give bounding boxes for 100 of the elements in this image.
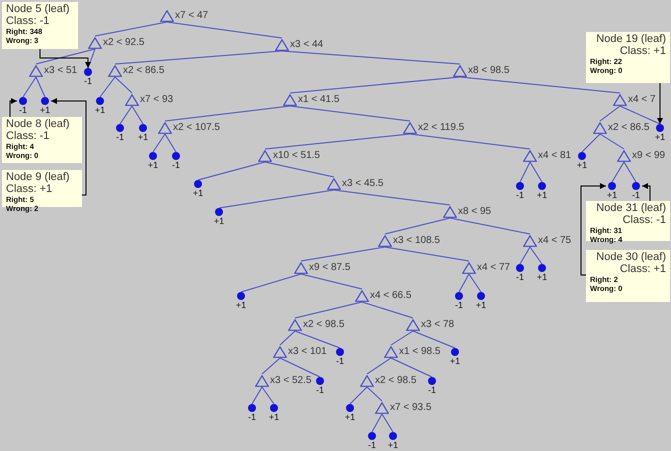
class-label: +1	[148, 160, 158, 170]
tree-branch	[198, 162, 266, 180]
class-label: +1	[236, 300, 246, 310]
class-label: -1	[632, 190, 640, 200]
tree-branch	[264, 162, 334, 178]
tree-branch	[280, 358, 320, 378]
class-label: +1	[192, 188, 204, 198]
class-label: +1	[536, 190, 548, 200]
tree-branch	[94, 22, 168, 36]
class-label: +1	[138, 132, 148, 142]
tree-branch	[22, 76, 36, 98]
info-box	[2, 117, 82, 163]
class-text: Class: +1	[618, 45, 666, 57]
split-condition: x8 < 95	[458, 206, 492, 218]
tree-branch	[362, 302, 414, 318]
tree-branch	[240, 274, 302, 292]
split-condition: x10 < 51.5	[273, 150, 320, 162]
class-label: +1	[94, 105, 106, 115]
tree-branch	[350, 386, 368, 404]
tree-branch	[390, 358, 432, 378]
leader-arrow	[642, 183, 650, 202]
class-label: +1	[388, 440, 398, 450]
class-label: +1	[476, 300, 486, 310]
split-condition: x2 < 86.5	[123, 65, 164, 77]
split-condition: x1 < 41.5	[298, 94, 340, 106]
split-condition: x8 < 98.5	[468, 65, 510, 77]
node-title: Node 9 (leaf)	[6, 171, 71, 183]
tree-branch	[262, 358, 280, 374]
class-label: +1	[344, 412, 356, 422]
class-text: Class: +1	[618, 263, 666, 275]
tree-branch	[390, 330, 414, 346]
tree-branch	[460, 76, 620, 94]
tree-branch	[458, 274, 470, 292]
class-label: -1	[336, 356, 344, 366]
class-label: -1	[516, 272, 524, 282]
node-title: Node 31 (leaf)	[595, 202, 666, 214]
split-condition: x3 < 108.5	[393, 235, 440, 247]
split-condition: x2 < 107.5	[173, 122, 220, 134]
tree-branch	[290, 106, 410, 122]
class-text: Class: +1	[6, 183, 54, 195]
class-label: +1	[654, 132, 666, 142]
tree-branch	[36, 48, 96, 64]
split-condition: x3 < 101	[288, 346, 327, 358]
tree-branch	[382, 414, 394, 432]
tree-branch	[280, 330, 296, 346]
tree-branch	[530, 162, 542, 182]
tree-branch	[520, 246, 530, 264]
class-label: +1	[576, 160, 588, 170]
tree-branch	[164, 106, 290, 122]
split-condition: x3 < 45.5	[342, 178, 384, 190]
tree-branch	[114, 76, 132, 94]
tree-branch	[582, 134, 600, 152]
tree-branch	[612, 162, 624, 182]
tree-branch	[218, 190, 334, 208]
class-label: -1	[428, 385, 436, 395]
tree-branch	[410, 134, 530, 150]
tree-branch	[620, 106, 660, 124]
class-label: +1	[536, 272, 548, 282]
split-condition: x9 < 87.5	[309, 262, 350, 274]
tree-branch	[290, 76, 460, 94]
node-title: Node 30 (leaf)	[595, 251, 666, 263]
split-condition: x7 < 93.5	[390, 402, 432, 414]
split-condition: x4 < 75	[538, 235, 572, 247]
tree-branch	[366, 358, 392, 374]
split-condition: x2 < 98.5	[303, 319, 344, 331]
leader-arrow	[40, 48, 91, 68]
tree-branch	[164, 134, 176, 152]
tree-branch	[384, 218, 450, 234]
class-label: -1	[248, 412, 256, 422]
tree-branch	[264, 134, 410, 150]
split-condition: x9 < 99	[632, 150, 666, 162]
tree-branch	[152, 134, 166, 152]
split-condition: x2 < 92.5	[103, 37, 144, 49]
split-condition: x4 < 77	[477, 262, 510, 274]
split-condition: x3 < 51	[44, 65, 78, 77]
tree-branch	[468, 274, 482, 292]
tree-branch	[120, 106, 132, 124]
class-label: -1	[454, 300, 463, 310]
class-label: -1	[18, 105, 27, 115]
tree-branch	[114, 50, 282, 64]
split-condition: x2 < 119.5	[418, 122, 464, 134]
node-title: Node 8 (leaf)	[6, 118, 71, 130]
tree-branch	[88, 48, 96, 68]
tree-branch	[450, 218, 530, 234]
split-condition: x7 < 47	[175, 10, 208, 22]
class-label: -1	[516, 190, 524, 200]
class-text: Class: -1	[6, 15, 50, 27]
split-condition: x3 < 78	[421, 319, 454, 331]
tree-branch	[252, 386, 262, 404]
tree-branch	[412, 330, 456, 348]
class-label: -1	[84, 76, 92, 86]
class-label: -1	[172, 160, 180, 170]
split-condition: x2 < 98.5	[375, 375, 416, 387]
tree-branch	[530, 246, 542, 264]
tree-branch	[334, 190, 450, 206]
node-title: Node 19 (leaf)	[595, 33, 666, 45]
split-condition: x2 < 86.5	[608, 122, 650, 134]
class-label: +1	[40, 105, 50, 115]
tree-branch	[600, 106, 620, 122]
class-label: +1	[450, 356, 460, 366]
